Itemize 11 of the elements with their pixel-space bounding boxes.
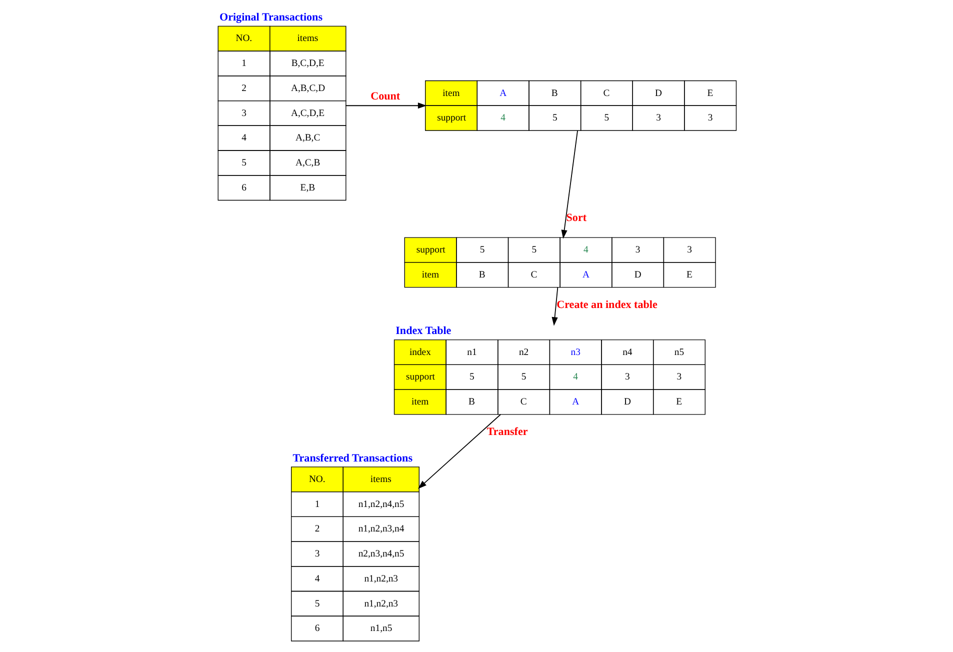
edge-label: Sort xyxy=(566,212,586,224)
arrow xyxy=(560,130,578,239)
edge-label: Count xyxy=(370,90,400,102)
edge-label: Transfer xyxy=(486,426,528,438)
node-label: Original Transactions xyxy=(218,12,322,24)
edge-label: Create an index table xyxy=(556,298,657,311)
arrow xyxy=(344,102,426,109)
arrow xyxy=(551,286,558,326)
node-label: Transferred Transactions xyxy=(292,452,412,464)
arrow xyxy=(417,414,500,489)
node-label: Index Table xyxy=(395,325,451,338)
